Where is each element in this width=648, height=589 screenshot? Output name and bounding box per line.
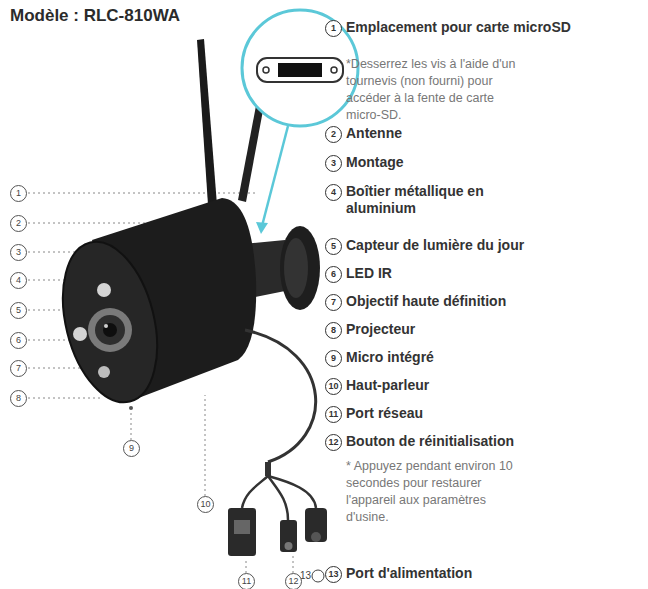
part-name: Micro intégré <box>346 349 636 366</box>
callout-number: 11 <box>238 573 255 589</box>
leader-line <box>28 193 255 194</box>
part-name: Boîtier métallique en aluminium <box>346 183 546 217</box>
callout-number: 2 <box>10 215 27 232</box>
callout-number: 9 <box>123 440 140 457</box>
power-port <box>311 532 321 542</box>
callout-number: 1 <box>10 185 27 202</box>
legend-number: 3 <box>325 155 342 172</box>
zoom-pointer <box>262 126 288 226</box>
sd-slot <box>278 63 322 77</box>
lens <box>88 308 132 352</box>
network-port <box>228 508 256 556</box>
lens-highlight <box>104 324 108 328</box>
legend-number: 2 <box>325 126 342 143</box>
cable <box>268 476 288 520</box>
cable-junction <box>265 462 271 476</box>
legend-number: 9 <box>325 350 342 367</box>
legend-number: 12 <box>325 434 342 451</box>
leader-line <box>205 395 206 496</box>
spotlight <box>98 366 110 378</box>
model-title: Modèle : RLC-810WA <box>10 6 310 26</box>
zoom-bubble <box>242 10 358 126</box>
callout-number: 4 <box>10 272 27 289</box>
callout-number: 7 <box>10 360 27 377</box>
wall-plate <box>280 226 320 310</box>
part-name: Projecteur <box>346 321 636 338</box>
ir-led <box>73 327 87 341</box>
callout-number: 12 <box>285 573 302 589</box>
lens <box>95 315 125 345</box>
leader-line <box>293 553 294 573</box>
leader-lines <box>28 193 293 573</box>
callout-number: 6 <box>10 332 27 349</box>
part-name: Emplacement pour carte microSD <box>346 19 636 36</box>
lens <box>103 323 117 337</box>
legend-number: 5 <box>325 238 342 255</box>
legend-number: 4 <box>325 184 342 201</box>
wall-plate <box>284 238 308 298</box>
part-name: Montage <box>346 154 636 171</box>
daylight-sensor <box>97 283 111 297</box>
callout-number: 13 <box>300 570 311 581</box>
legend-number: 13 <box>325 566 342 583</box>
part-name: Port d'alimentation <box>346 565 636 582</box>
callout-number: 3 <box>10 244 27 261</box>
callout-number: 5 <box>10 302 27 319</box>
leader-line <box>246 560 247 573</box>
antenna <box>197 39 217 205</box>
part-name: Objectif haute définition <box>346 293 636 310</box>
note: *Desserrez les vis à l'aide d'un tournev… <box>346 56 518 124</box>
part-name: Antenne <box>346 125 636 142</box>
part-name: LED IR <box>346 265 636 282</box>
cable <box>268 476 316 508</box>
reset-button <box>285 542 293 550</box>
note: * Appuyez pendant environ 10 secondes po… <box>346 458 518 526</box>
part-name: Haut-parleur <box>346 377 636 394</box>
callout-circle <box>312 570 324 582</box>
sd-slot-plate <box>257 58 343 82</box>
microphone <box>129 406 133 410</box>
part-name: Port réseau <box>346 405 636 422</box>
legend-number: 10 <box>325 378 342 395</box>
callout-number: 10 <box>197 496 214 513</box>
legend-number: 8 <box>325 322 342 339</box>
reset-button <box>280 520 297 552</box>
leader-line <box>131 412 132 440</box>
cable <box>242 476 268 508</box>
callout-number: 8 <box>10 390 27 407</box>
network-port <box>234 520 250 534</box>
power-port <box>305 508 327 542</box>
zoom-arrowhead <box>256 222 268 234</box>
cable <box>245 330 316 462</box>
legend-number: 6 <box>325 266 342 283</box>
camera-front <box>47 232 172 412</box>
legend-number: 1 <box>325 20 342 37</box>
screw <box>263 67 269 73</box>
screw <box>331 67 337 73</box>
legend-number: 11 <box>325 406 342 423</box>
part-name: Capteur de lumière du jour <box>346 237 636 254</box>
part-name: Bouton de réinitialisation <box>346 433 636 450</box>
legend-number: 7 <box>325 294 342 311</box>
leader-line <box>28 398 100 399</box>
